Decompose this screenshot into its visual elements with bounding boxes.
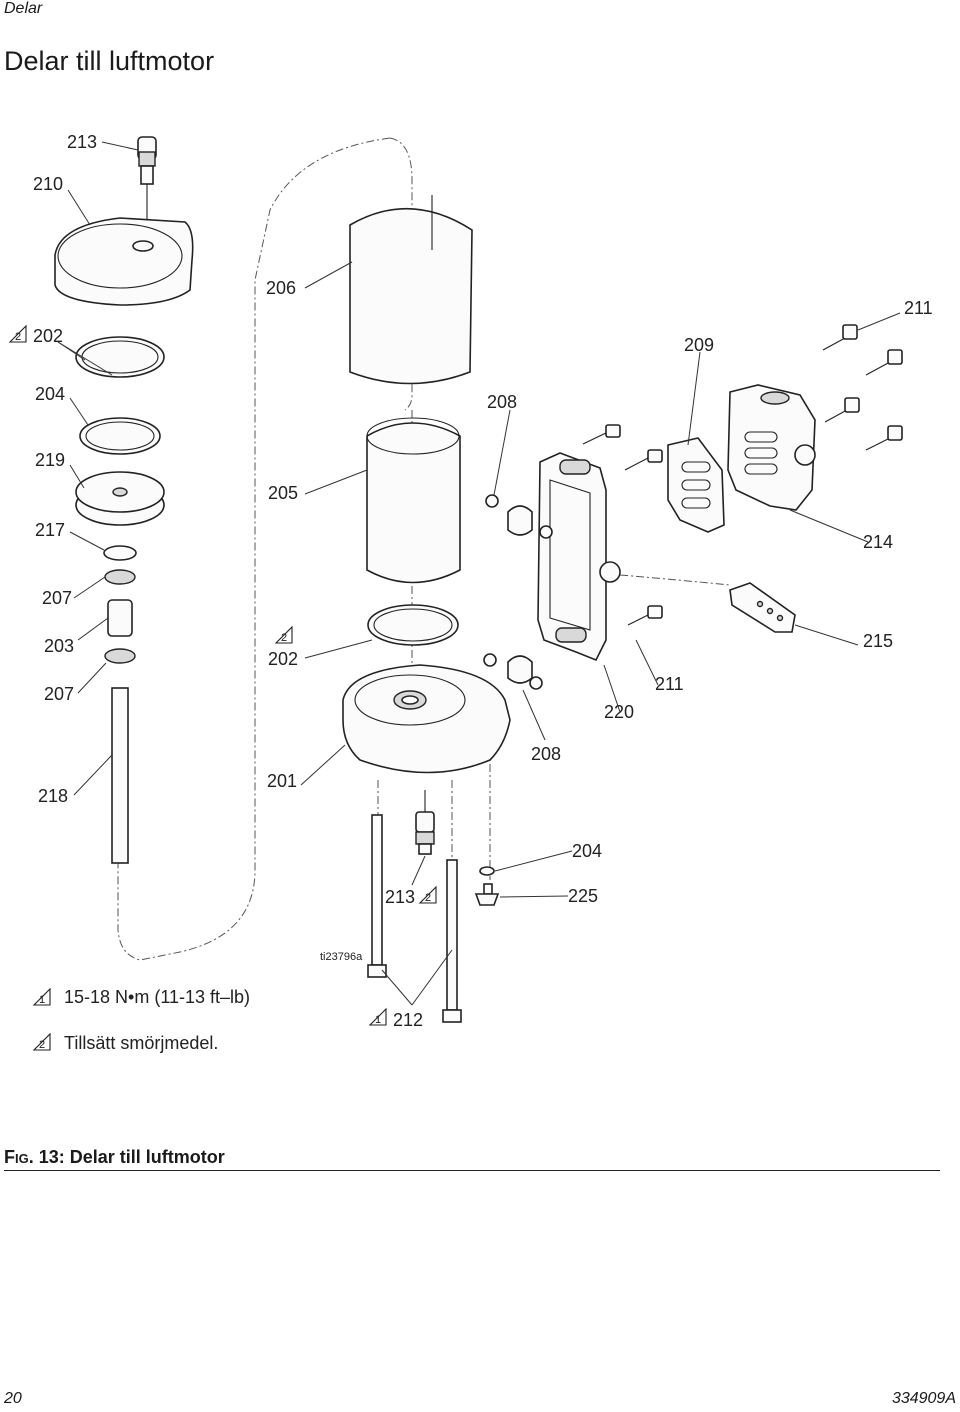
label-212: 212 xyxy=(393,1010,423,1030)
valve-block-214 xyxy=(727,384,816,511)
label-207-b: 207 xyxy=(44,684,74,704)
seal-207-b xyxy=(104,648,136,664)
svg-text:2: 2 xyxy=(425,892,431,904)
gasket-208-bottom xyxy=(483,653,543,690)
lubricant-symbol: 2 xyxy=(8,324,27,343)
label-209: 209 xyxy=(684,335,714,355)
assembly-path xyxy=(389,137,413,411)
assembly-path-left xyxy=(117,137,391,961)
svg-text:2: 2 xyxy=(281,632,287,644)
label-210: 210 xyxy=(33,174,63,194)
label-203: 203 xyxy=(44,636,74,656)
o-ring-202-mid xyxy=(367,604,459,646)
label-217: 217 xyxy=(35,520,65,540)
o-ring-204 xyxy=(79,417,161,455)
label-202-mid: 202 xyxy=(268,649,298,669)
legend-lubricant-text: Tillsätt smörjmedel. xyxy=(64,1033,218,1053)
leader-lines xyxy=(57,141,901,1006)
label-207-a: 207 xyxy=(42,588,72,608)
o-ring-202-top xyxy=(75,336,165,378)
label-213-bottom: 213 xyxy=(385,887,415,907)
label-205: 205 xyxy=(268,483,298,503)
housing-201 xyxy=(342,664,511,774)
lubricant-symbol: 2 xyxy=(32,1032,51,1051)
label-208-top: 208 xyxy=(487,392,517,412)
rod-218 xyxy=(111,687,129,864)
check-valve-225 xyxy=(474,883,500,906)
label-202-top: 202 xyxy=(33,326,63,346)
torque-symbol: 1 xyxy=(368,1007,387,1026)
lubricant-symbol: 2 xyxy=(274,625,293,644)
legend-torque-text: 15-18 N•m (11-13 ft–lb) xyxy=(64,987,250,1007)
caption-rule xyxy=(4,1170,940,1171)
manifold-plate-220 xyxy=(537,452,621,662)
label-225: 225 xyxy=(568,886,598,906)
page-number: 20 xyxy=(4,1390,22,1407)
label-219: 219 xyxy=(35,450,65,470)
label-204-bottom: 204 xyxy=(572,841,602,861)
screws-211-right xyxy=(822,324,903,451)
screws-211-left xyxy=(582,424,663,626)
label-208-mid: 208 xyxy=(531,744,561,764)
bolts-212 xyxy=(367,814,462,1023)
cover-210 xyxy=(54,217,194,306)
svg-text:1: 1 xyxy=(375,1014,381,1026)
svg-text:2: 2 xyxy=(15,331,21,343)
legend: 1 15-18 N•m (11-13 ft–lb) 2 Tillsätt smö… xyxy=(32,987,250,1053)
label-201: 201 xyxy=(267,771,297,791)
bushing-203 xyxy=(107,599,133,637)
svg-text:1: 1 xyxy=(39,994,45,1006)
label-211-top: 211 xyxy=(904,298,933,318)
label-213-top: 213 xyxy=(67,132,97,152)
clip-217 xyxy=(103,545,137,561)
section-tag: Delar xyxy=(4,0,43,17)
piston-219 xyxy=(75,471,165,526)
lubricant-symbol: 2 xyxy=(418,885,437,904)
seal-207-a xyxy=(104,569,136,585)
torque-symbol: 1 xyxy=(32,987,51,1006)
gasket-209 xyxy=(667,437,725,533)
cylinder-205 xyxy=(366,417,461,584)
page-title: Delar till luftmotor xyxy=(4,46,215,76)
image-id: ti23796a xyxy=(320,951,363,963)
figure-caption: Fig. 13: Delar till luftmotor xyxy=(4,1147,225,1168)
document-number: 334909A xyxy=(891,1390,956,1407)
label-220: 220 xyxy=(604,702,634,722)
label-204-left: 204 xyxy=(35,384,65,404)
valve-cartridge-213-bottom xyxy=(415,790,435,855)
figure-caption-prefix: Fig. xyxy=(4,1147,34,1167)
cylinder-206 xyxy=(349,195,473,385)
figure-caption-text: 13: Delar till luftmotor xyxy=(33,1147,225,1167)
label-215: 215 xyxy=(863,631,893,651)
label-218: 218 xyxy=(38,786,68,806)
svg-text:2: 2 xyxy=(39,1039,45,1051)
o-ring-204-bottom xyxy=(479,866,495,876)
muffler-215 xyxy=(729,582,796,633)
label-211-mid: 211 xyxy=(655,674,684,694)
label-214: 214 xyxy=(863,532,893,552)
valve-cartridge-213-top xyxy=(137,136,157,245)
label-206: 206 xyxy=(266,278,296,298)
gasket-208-top xyxy=(485,494,553,539)
exploded-parts-diagram: 213 210 206 211 2 202 209 204 208 219 20… xyxy=(8,132,933,1053)
